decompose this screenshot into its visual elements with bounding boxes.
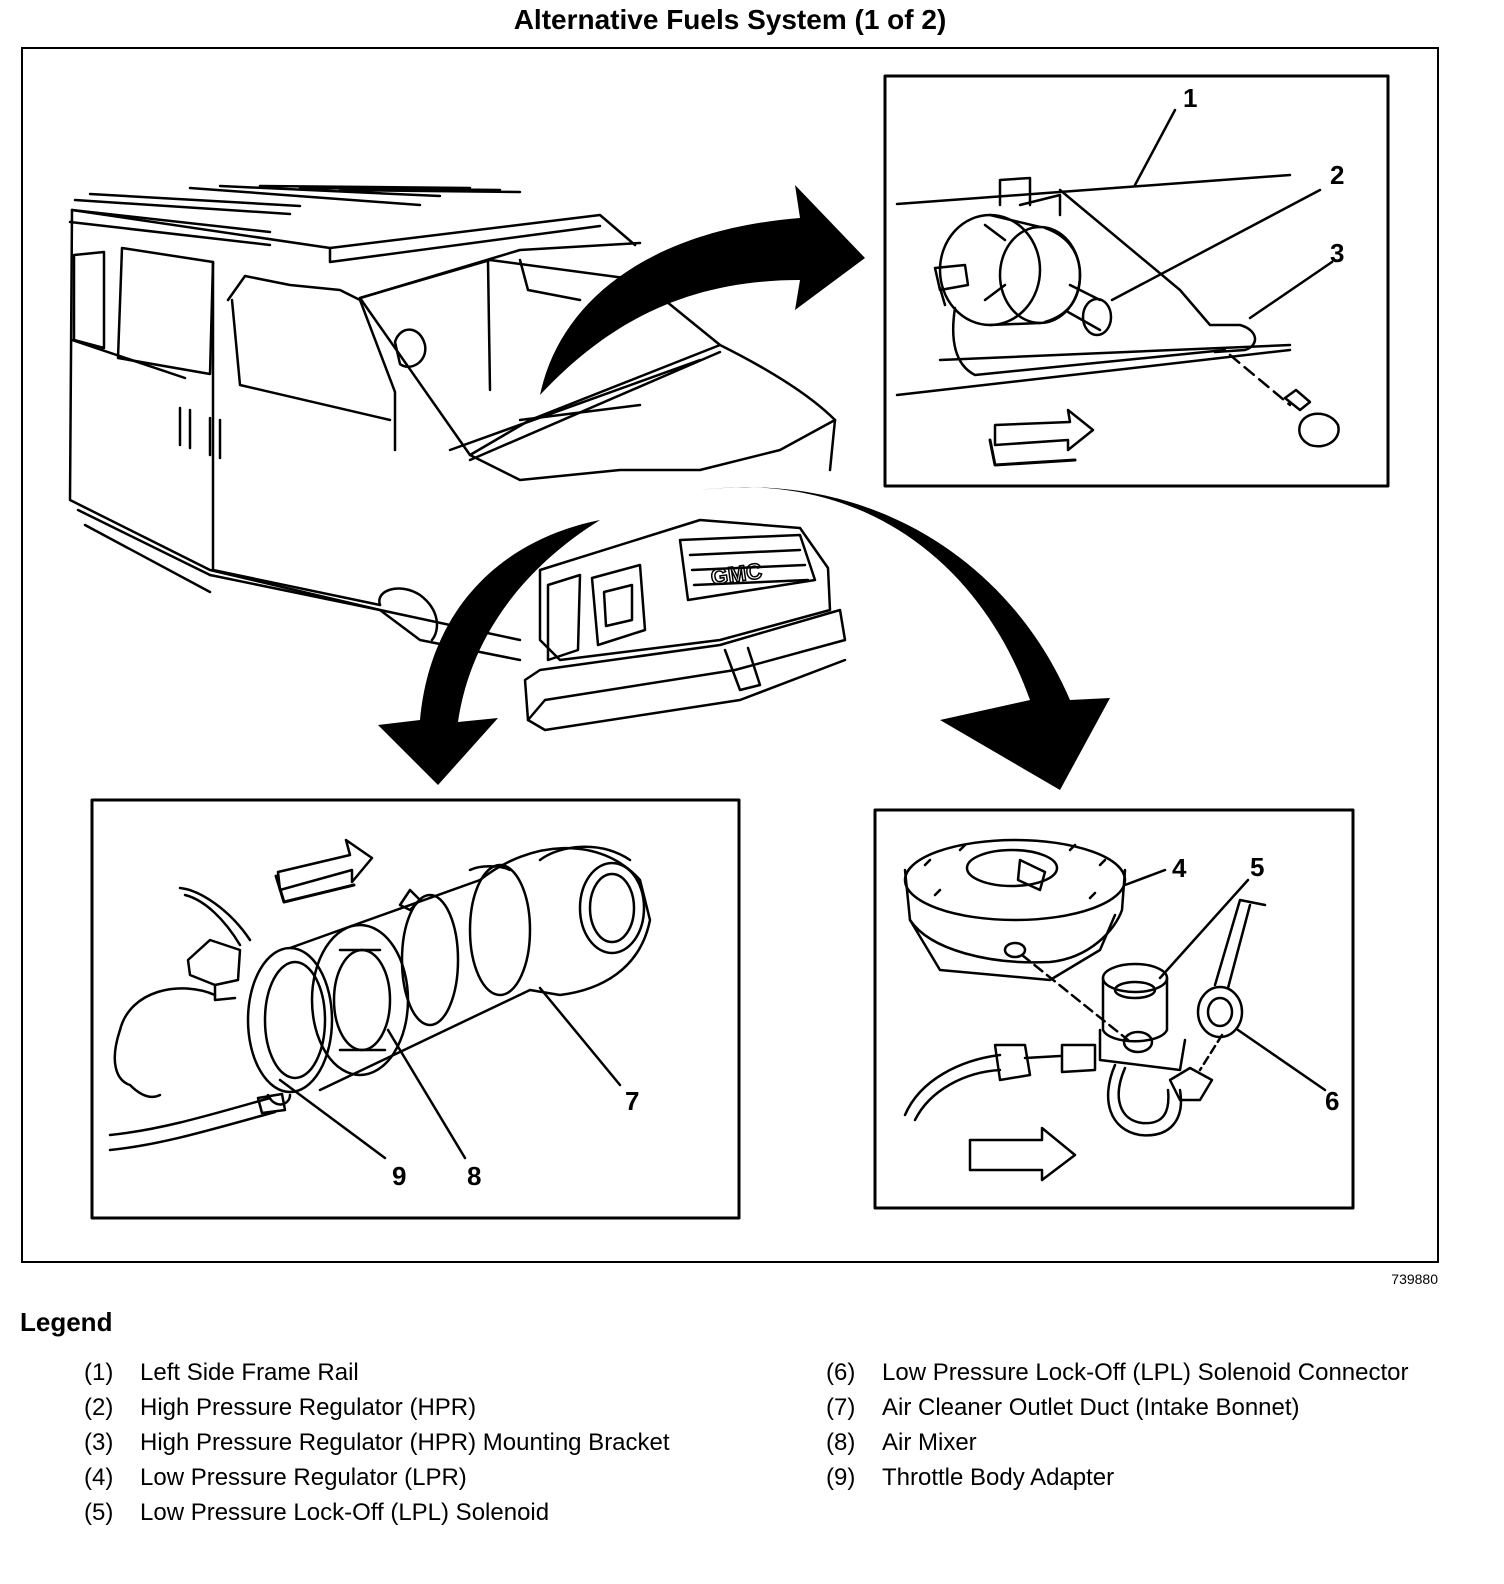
- legend-text: Air Cleaner Outlet Duct (Intake Bonnet): [882, 1394, 1300, 1421]
- legend-item: (9) Throttle Body Adapter: [826, 1463, 1446, 1492]
- legend-text: Left Side Frame Rail: [140, 1359, 359, 1386]
- legend-text: High Pressure Regulator (HPR) Mounting B…: [140, 1429, 670, 1456]
- callout-2: 2: [1330, 160, 1344, 190]
- gmc-badge: GMC: [709, 558, 763, 590]
- inset-hpr: [883, 74, 1390, 488]
- legend-item: (3) High Pressure Regulator (HPR) Mounti…: [84, 1428, 724, 1457]
- legend-text: High Pressure Regulator (HPR): [140, 1394, 477, 1421]
- legend-heading: Legend: [20, 1307, 113, 1337]
- direction-arrows: [378, 185, 1110, 790]
- figure-id: 739880: [1391, 1271, 1438, 1287]
- page-title: Alternative Fuels System (1 of 2): [513, 4, 947, 35]
- legend-text: Throttle Body Adapter: [882, 1464, 1115, 1491]
- callout-5: 5: [1250, 852, 1264, 882]
- legend-item: (8) Air Mixer: [826, 1428, 1446, 1457]
- legend-text: Air Mixer: [882, 1429, 977, 1456]
- legend-item: (6) Low Pressure Lock-Off (LPL) Solenoid…: [826, 1358, 1446, 1387]
- legend-number: (9): [826, 1464, 856, 1491]
- legend-column-right: (6) Low Pressure Lock-Off (LPL) Solenoid…: [826, 1358, 1446, 1498]
- legend-number: (1): [84, 1359, 114, 1386]
- diagram-frame: [21, 47, 1439, 1263]
- diagram-illustration: 1 2 3 4 5 6 7 8 9 GMC: [68, 74, 1390, 1220]
- callout-6: 6: [1325, 1086, 1339, 1116]
- callout-7: 7: [625, 1086, 639, 1116]
- callout-8: 8: [467, 1161, 481, 1191]
- van-illustration: [68, 184, 847, 732]
- legend-item: (1) Left Side Frame Rail: [84, 1358, 724, 1387]
- legend-number: (6): [826, 1359, 856, 1386]
- legend-number: (8): [826, 1429, 856, 1456]
- legend-text: Low Pressure Regulator (LPR): [140, 1464, 467, 1491]
- legend-number: (4): [84, 1464, 114, 1491]
- legend-number: (5): [84, 1499, 114, 1526]
- legend-item: (5) Low Pressure Lock-Off (LPL) Solenoid: [84, 1498, 724, 1527]
- legend-item: (7) Air Cleaner Outlet Duct (Intake Bonn…: [826, 1393, 1446, 1422]
- legend-number: (2): [84, 1394, 114, 1421]
- legend-number: (3): [84, 1429, 114, 1456]
- legend-text: Low Pressure Lock-Off (LPL) Solenoid: [140, 1499, 550, 1526]
- callout-9: 9: [392, 1161, 406, 1191]
- callout-3: 3: [1330, 238, 1344, 268]
- callout-1: 1: [1183, 83, 1197, 113]
- legend-text: Low Pressure Lock-Off (LPL) Solenoid Con…: [882, 1359, 1409, 1386]
- inset-air-mixer: [90, 798, 741, 1220]
- legend-item: (4) Low Pressure Regulator (LPR): [84, 1463, 724, 1492]
- inset-lpr: [873, 808, 1355, 1210]
- legend-number: (7): [826, 1394, 856, 1421]
- callout-4: 4: [1172, 853, 1187, 883]
- legend-item: (2) High Pressure Regulator (HPR): [84, 1393, 724, 1422]
- legend-column-left: (1) Left Side Frame Rail (2) High Pressu…: [84, 1358, 724, 1533]
